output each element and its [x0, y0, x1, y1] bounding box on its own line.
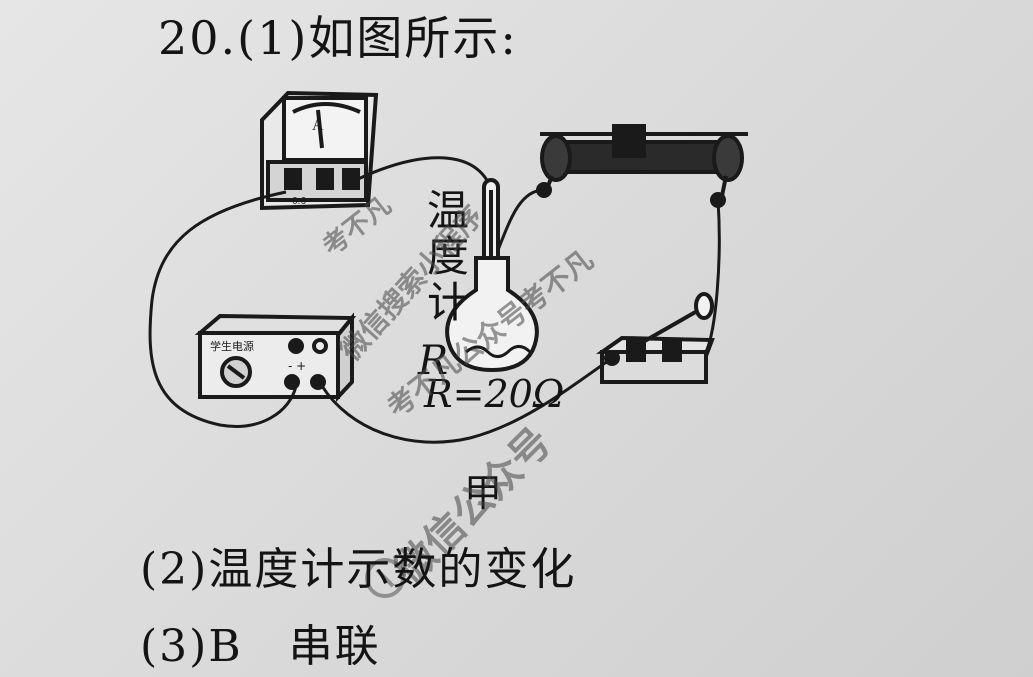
figure-caption: 甲 [464, 471, 503, 515]
question-part-2: (2)温度计示数的变化 [140, 544, 577, 595]
power-supply-label: 学生电源 [210, 339, 254, 353]
flask-with-resistor [445, 178, 539, 373]
wires [148, 156, 721, 444]
thermometer-label-char: 计 [426, 278, 469, 327]
ammeter: A - 0.6 [260, 90, 379, 211]
power-supply: 学生电源 - + [194, 312, 357, 403]
ammeter-terminal-labels: - 0.6 [286, 196, 306, 207]
thermometer-label-char: 温 [426, 186, 469, 235]
question-title: 20.(1)如图所示: [158, 11, 518, 65]
rheostat [536, 124, 748, 208]
ammeter-dial-label: A [312, 117, 324, 134]
resistor-label: R [418, 338, 449, 384]
power-terminal-labels: - + [288, 359, 306, 373]
watermark-seal [365, 558, 405, 598]
thermometer-label: 温 度 计 [424, 188, 472, 326]
switch [595, 292, 715, 384]
question-part-3: (3)B 串联 [140, 621, 381, 672]
thermometer-label-char: 度 [426, 232, 469, 281]
resistor-value: R=20Ω [424, 372, 565, 416]
